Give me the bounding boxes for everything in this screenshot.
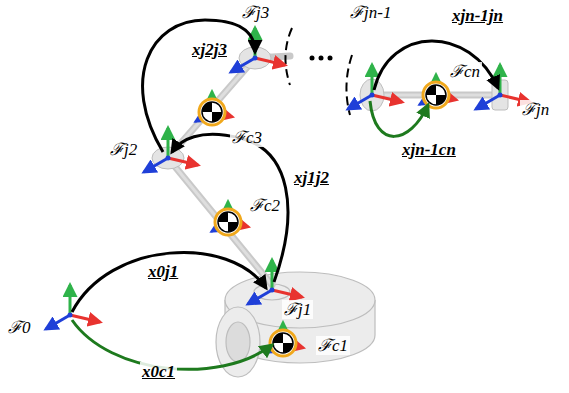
transform-label: xj1j2 (292, 168, 331, 187)
transform-label: x0c1 (140, 362, 177, 381)
frame-label: ℱc2 (248, 196, 282, 215)
frame-label: ℱjn-1 (348, 3, 393, 22)
transform-label: xjn-1cn (400, 140, 458, 159)
transform-label: xjn-1jn (450, 6, 505, 25)
frame-label: ℱj1 (282, 300, 313, 319)
frame-label: ℱj2 (108, 140, 139, 159)
frame-label: ℱc1 (316, 336, 350, 355)
frame-label: ℱc3 (230, 128, 264, 147)
frame-label: ℱcn (448, 62, 482, 81)
frame-label: ℱj3 (240, 3, 271, 22)
frame-label: ℱ0 (6, 318, 33, 337)
transform-label: xj2j3 (190, 40, 229, 59)
frame-label: ℱjn (520, 100, 551, 119)
transform-label: x0j1 (146, 262, 180, 281)
